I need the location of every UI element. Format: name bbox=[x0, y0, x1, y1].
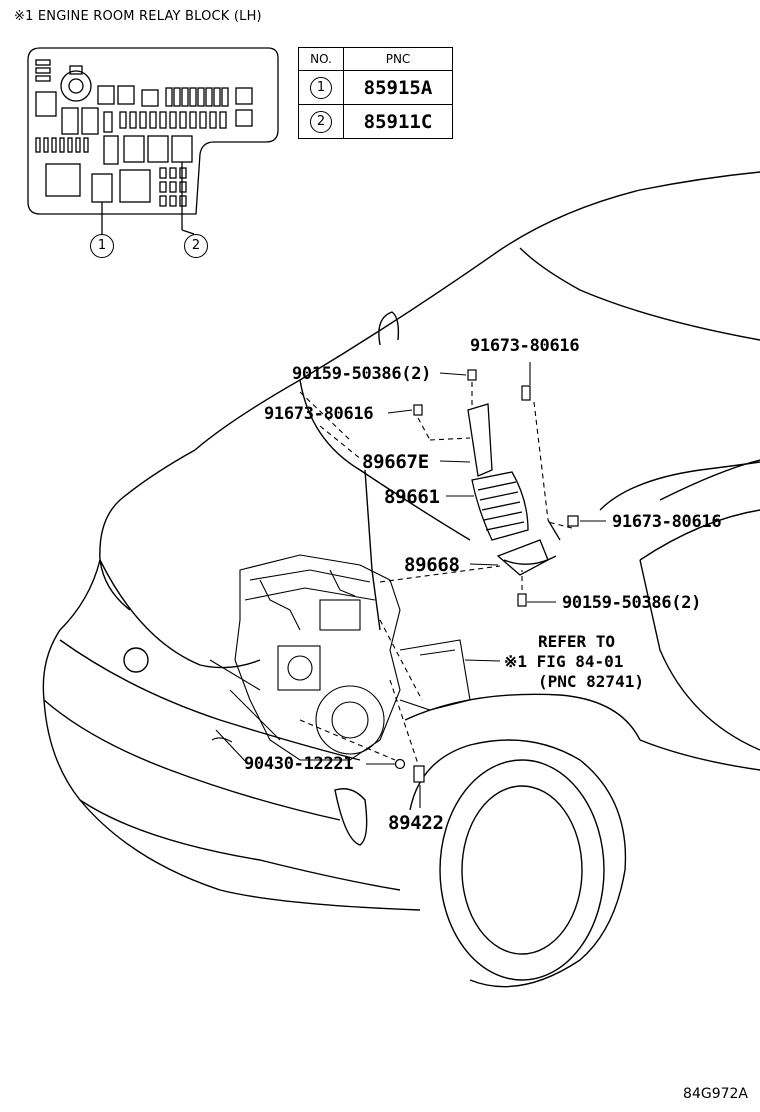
part-label-89661[interactable]: 89661 bbox=[384, 486, 440, 508]
part-label-89422[interactable]: 89422 bbox=[388, 812, 444, 834]
pnc-row-2-number: 2 bbox=[310, 111, 332, 133]
pnc-table-header-no: NO. bbox=[298, 47, 344, 71]
relay-block-title: ※1 ENGINE ROOM RELAY BLOCK (LH) bbox=[14, 9, 262, 24]
vehicle-body-outline bbox=[42, 171, 760, 988]
part-label-91673-top-right[interactable]: 91673-80616 bbox=[470, 336, 580, 356]
pnc-table-header-pnc: PNC bbox=[343, 47, 453, 71]
part-label-91673-right[interactable]: 91673-80616 bbox=[612, 512, 722, 532]
refer-line-2[interactable]: ※1 FIG 84-01 bbox=[504, 652, 624, 671]
relay-block-drawing bbox=[27, 47, 279, 235]
leader-lines bbox=[215, 362, 606, 808]
relay-callout-1: 1 bbox=[90, 234, 114, 258]
pnc-table: NO. PNC 1 85915A 2 85911C bbox=[298, 47, 453, 139]
part-label-90159-bottom[interactable]: 90159-50386(2) bbox=[562, 593, 702, 613]
part-label-90430[interactable]: 90430-12221 bbox=[244, 754, 354, 774]
pnc-row-2-pnc[interactable]: 85911C bbox=[343, 104, 453, 139]
ecu-assembly-drawing bbox=[467, 403, 561, 576]
refer-line-3: (PNC 82741) bbox=[538, 672, 644, 691]
engine-drawing bbox=[209, 554, 471, 761]
relay-callout-2: 2 bbox=[184, 234, 208, 258]
part-label-91673-left[interactable]: 91673-80616 bbox=[264, 404, 374, 424]
fasteners bbox=[394, 369, 579, 783]
pnc-row-1-pnc[interactable]: 85915A bbox=[343, 70, 453, 105]
pnc-row-2-no: 2 bbox=[298, 104, 344, 139]
pnc-row-1-no: 1 bbox=[298, 70, 344, 105]
part-label-89667e[interactable]: 89667E bbox=[362, 451, 429, 473]
pnc-row-1-number: 1 bbox=[310, 77, 332, 99]
part-label-90159-top[interactable]: 90159-50386(2) bbox=[292, 364, 432, 384]
illustration-code: 84G972A bbox=[683, 1086, 748, 1102]
part-label-89668[interactable]: 89668 bbox=[404, 554, 460, 576]
refer-line-1: REFER TO bbox=[538, 632, 616, 651]
